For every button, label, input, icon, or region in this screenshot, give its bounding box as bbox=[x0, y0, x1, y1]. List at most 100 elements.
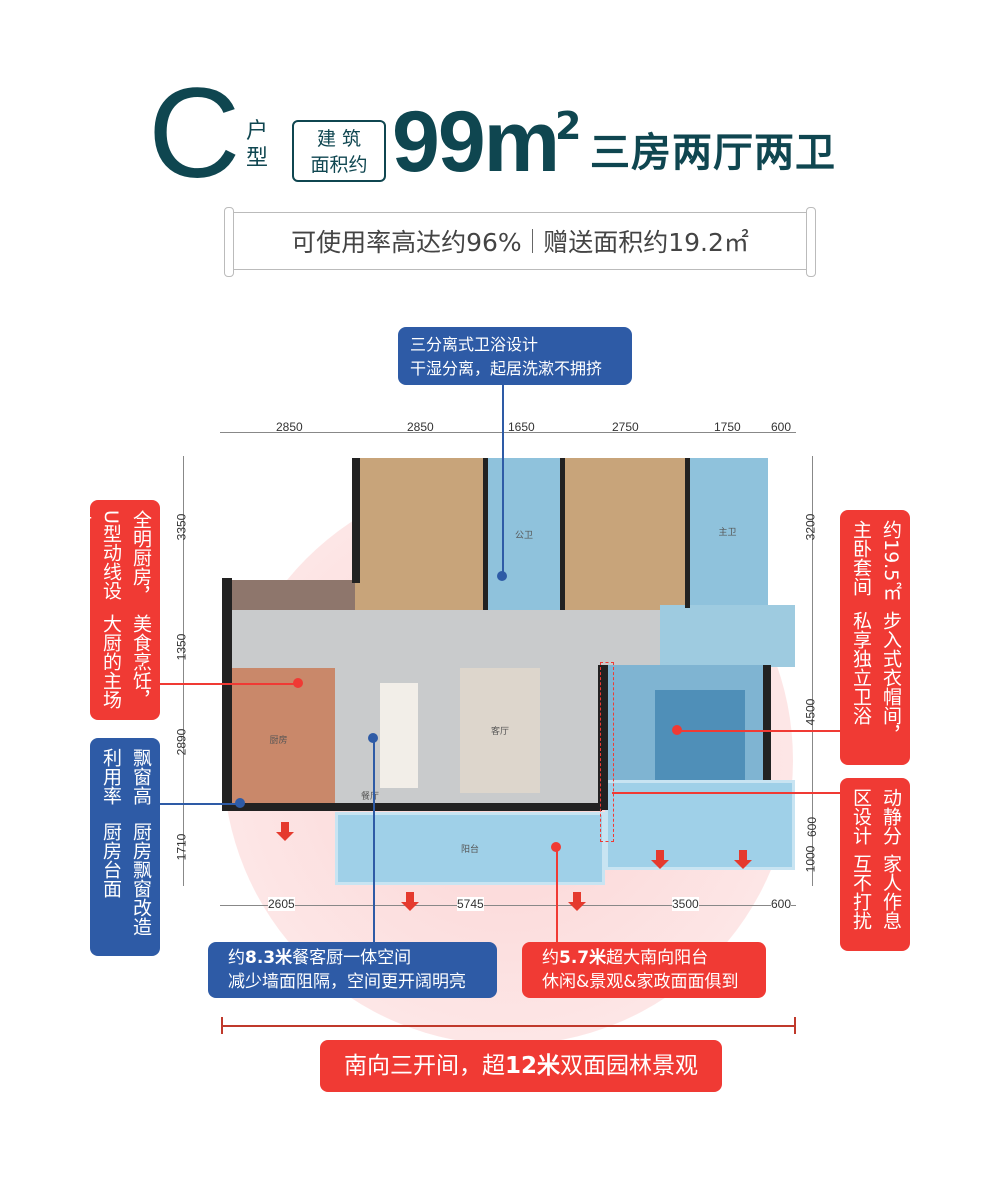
storage-strip bbox=[222, 580, 355, 612]
callout-line: 动静分区设计 bbox=[850, 788, 902, 845]
callout-line: 全明厨房，U型动线设计 bbox=[70, 510, 152, 605]
dim-label: 600 bbox=[771, 420, 792, 434]
callout-line: 干湿分离，起居洗漱不拥挤 bbox=[410, 359, 603, 378]
marker-dot bbox=[497, 571, 507, 581]
dim-label: 2605 bbox=[268, 897, 295, 911]
leader-line bbox=[556, 847, 558, 942]
area-value: 99m bbox=[392, 94, 560, 190]
callout-line: 飘窗高利用率 bbox=[100, 748, 152, 805]
scroll-banner: 可使用率高达约96% 赠送面积约19.2㎡ bbox=[224, 207, 816, 277]
wall bbox=[222, 578, 232, 810]
callout-zoning: 动静分区设计家人作息互不打扰 bbox=[840, 778, 910, 951]
room-label: 主卫 bbox=[718, 528, 737, 538]
dim-label: 2850 bbox=[407, 420, 434, 434]
gift-area: 赠送面积约19.2㎡ bbox=[543, 228, 749, 257]
callout-line: 减少墙面阻隔，空间更开阔明亮 bbox=[228, 972, 466, 992]
text: 8.3米 bbox=[245, 948, 293, 968]
dim-label: 2850 bbox=[276, 420, 303, 434]
dim-label: 3500 bbox=[672, 897, 699, 911]
dim-label: 3200 bbox=[803, 513, 818, 541]
leader-line bbox=[612, 792, 840, 794]
bath-public: 公卫 bbox=[485, 458, 563, 610]
wall bbox=[222, 803, 602, 811]
area-label-line2: 面积约 bbox=[310, 154, 368, 176]
callout-line: 厨房飘窗改造厨房台面 bbox=[100, 822, 152, 937]
wall bbox=[483, 458, 488, 610]
unit-label: 户型 bbox=[246, 119, 269, 171]
unit-letter: C bbox=[148, 62, 241, 205]
leader-line bbox=[160, 683, 298, 685]
text: 12米 bbox=[504, 1053, 560, 1079]
dining-label: 餐厅 bbox=[360, 791, 379, 802]
bedroom-3 bbox=[563, 458, 687, 610]
zoning-divider bbox=[600, 662, 614, 842]
callout-master: 约19.5㎡主卧套间步入式衣帽间，私享独立卫浴 bbox=[840, 510, 910, 765]
wall bbox=[352, 458, 360, 583]
wall bbox=[598, 665, 608, 810]
dim-label: 3350 bbox=[174, 513, 189, 541]
callout-line: 美食烹饪，大厨的主场 bbox=[100, 613, 152, 709]
right-dimension-line bbox=[812, 456, 813, 886]
master-balcony bbox=[605, 780, 795, 870]
width-arrow-end bbox=[221, 1017, 223, 1034]
dim-label: 2890 bbox=[174, 728, 189, 756]
dining-table bbox=[380, 683, 418, 788]
marker-dot bbox=[293, 678, 303, 688]
text: 约 bbox=[542, 948, 559, 968]
text: 约 bbox=[228, 948, 245, 968]
text: 餐客厨一体空间 bbox=[292, 948, 412, 968]
bath-master: 主卫 bbox=[687, 458, 768, 605]
text: 超大南向阳台 bbox=[606, 948, 709, 968]
room-label: 客厅 bbox=[490, 727, 509, 737]
dim-label: 1000 bbox=[803, 845, 818, 873]
leader-line bbox=[160, 803, 240, 805]
bed bbox=[655, 690, 745, 785]
callout-dining: 约8.3米餐客厨一体空间 减少墙面阻隔，空间更开阔明亮 bbox=[208, 942, 497, 998]
callout-bath: 三分离式卫浴设计干湿分离，起居洗漱不拥挤 bbox=[398, 327, 632, 385]
wall bbox=[560, 458, 565, 610]
wall bbox=[685, 458, 690, 608]
width-arrow-line bbox=[222, 1025, 795, 1027]
room-label: 阳台 bbox=[460, 845, 479, 855]
text: 南向三开间，超 bbox=[343, 1053, 505, 1079]
area-label-line1: 建 筑 bbox=[316, 128, 362, 150]
marker-dot bbox=[551, 842, 561, 852]
dim-label: 4500 bbox=[803, 698, 818, 726]
leader-line bbox=[373, 738, 375, 942]
callout-line: 三分离式卫浴设计 bbox=[410, 335, 539, 354]
dim-label: 5745 bbox=[457, 897, 484, 911]
layout-title: 三房两厅两卫 bbox=[590, 130, 836, 176]
leader-line bbox=[502, 385, 504, 577]
walk-in-closet bbox=[660, 605, 795, 667]
callout-line: 约19.5㎡主卧套间 bbox=[850, 520, 902, 601]
text: 双面园林景观 bbox=[560, 1053, 698, 1079]
bedroom-2 bbox=[355, 458, 485, 610]
dim-label: 600 bbox=[771, 897, 792, 911]
callout-line: 家人作息互不打扰 bbox=[850, 853, 902, 930]
callout-balcony: 约5.7米超大南向阳台 休闲&景观&家政面面俱到 bbox=[522, 942, 766, 998]
callout-line: 步入式衣帽间，私享独立卫浴 bbox=[850, 611, 902, 745]
wall bbox=[763, 665, 771, 780]
usage-rate: 可使用率高达约96% bbox=[291, 228, 522, 257]
width-arrow-end bbox=[794, 1017, 796, 1034]
kitchen: 厨房 bbox=[222, 668, 335, 810]
marker-dot bbox=[368, 733, 378, 743]
dim-label: 1750 bbox=[714, 420, 741, 434]
area-label-box: 建 筑面积约 bbox=[292, 120, 386, 182]
left-dimension-line bbox=[183, 456, 184, 886]
marker-dot bbox=[672, 725, 682, 735]
callout-line: 休闲&景观&家政面面俱到 bbox=[542, 972, 739, 992]
divider bbox=[531, 229, 534, 253]
bottom-dimension-line bbox=[220, 905, 796, 906]
dim-label: 1650 bbox=[508, 420, 535, 434]
dim-label: 2750 bbox=[612, 420, 639, 434]
balcony: 阳台 bbox=[335, 812, 605, 885]
callout-kitchen: 全明厨房，U型动线设计美食烹饪，大厨的主场 bbox=[70, 500, 160, 720]
room-label: 公卫 bbox=[514, 530, 533, 541]
area-superscript: 2 bbox=[555, 104, 582, 148]
marker-dot bbox=[235, 798, 245, 808]
leader-line bbox=[677, 730, 840, 732]
callout-bay-window: 飘窗高利用率厨房飘窗改造厨房台面 bbox=[90, 738, 160, 956]
dim-label: 600 bbox=[805, 816, 820, 838]
